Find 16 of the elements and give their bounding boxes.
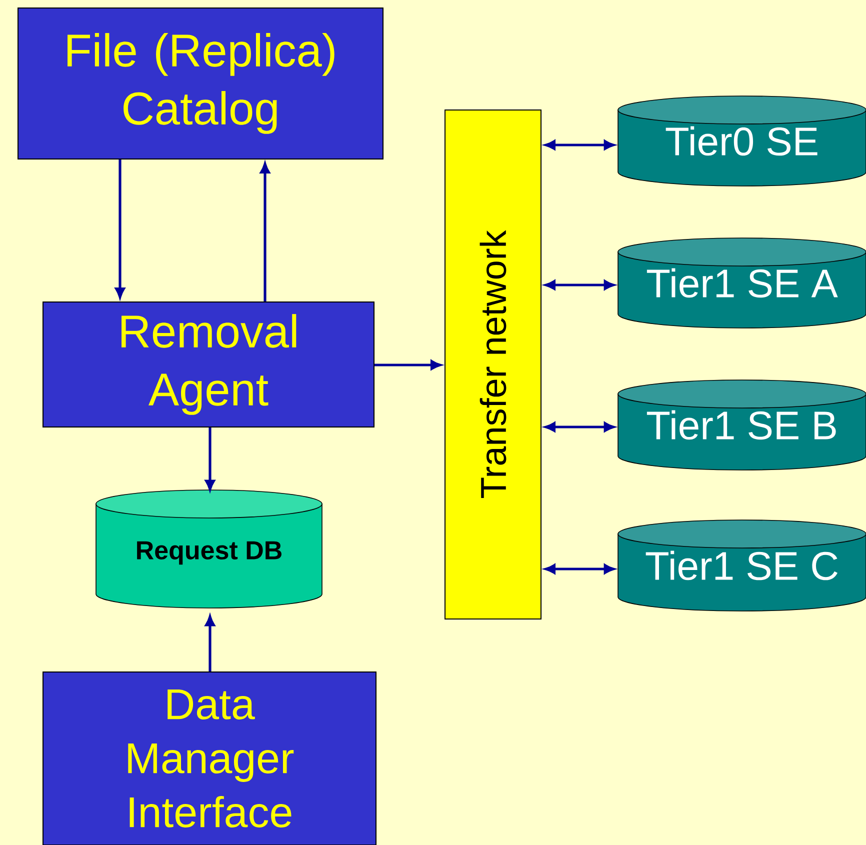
arrow bbox=[115, 159, 125, 298]
arrow bbox=[374, 360, 442, 370]
storage-cylinder: Tier1 SE A bbox=[618, 238, 866, 328]
arrow bbox=[544, 140, 614, 150]
database-cylinder: Request DB bbox=[96, 490, 322, 608]
storage-cylinder: Tier1 SE C bbox=[618, 520, 866, 612]
arrow bbox=[544, 280, 614, 290]
arrow bbox=[544, 564, 614, 574]
arrow bbox=[260, 162, 270, 302]
transfer-bar: Transfer network bbox=[444, 110, 542, 620]
process-box: Removal Agent bbox=[42, 302, 374, 428]
arrow bbox=[544, 422, 614, 432]
process-box: File (Replica) Catalog bbox=[18, 7, 384, 160]
storage-cylinder: Tier1 SE B bbox=[618, 380, 866, 470]
process-box: Data Manager Interface bbox=[42, 672, 376, 845]
storage-cylinder: Tier0 SE bbox=[618, 96, 866, 186]
